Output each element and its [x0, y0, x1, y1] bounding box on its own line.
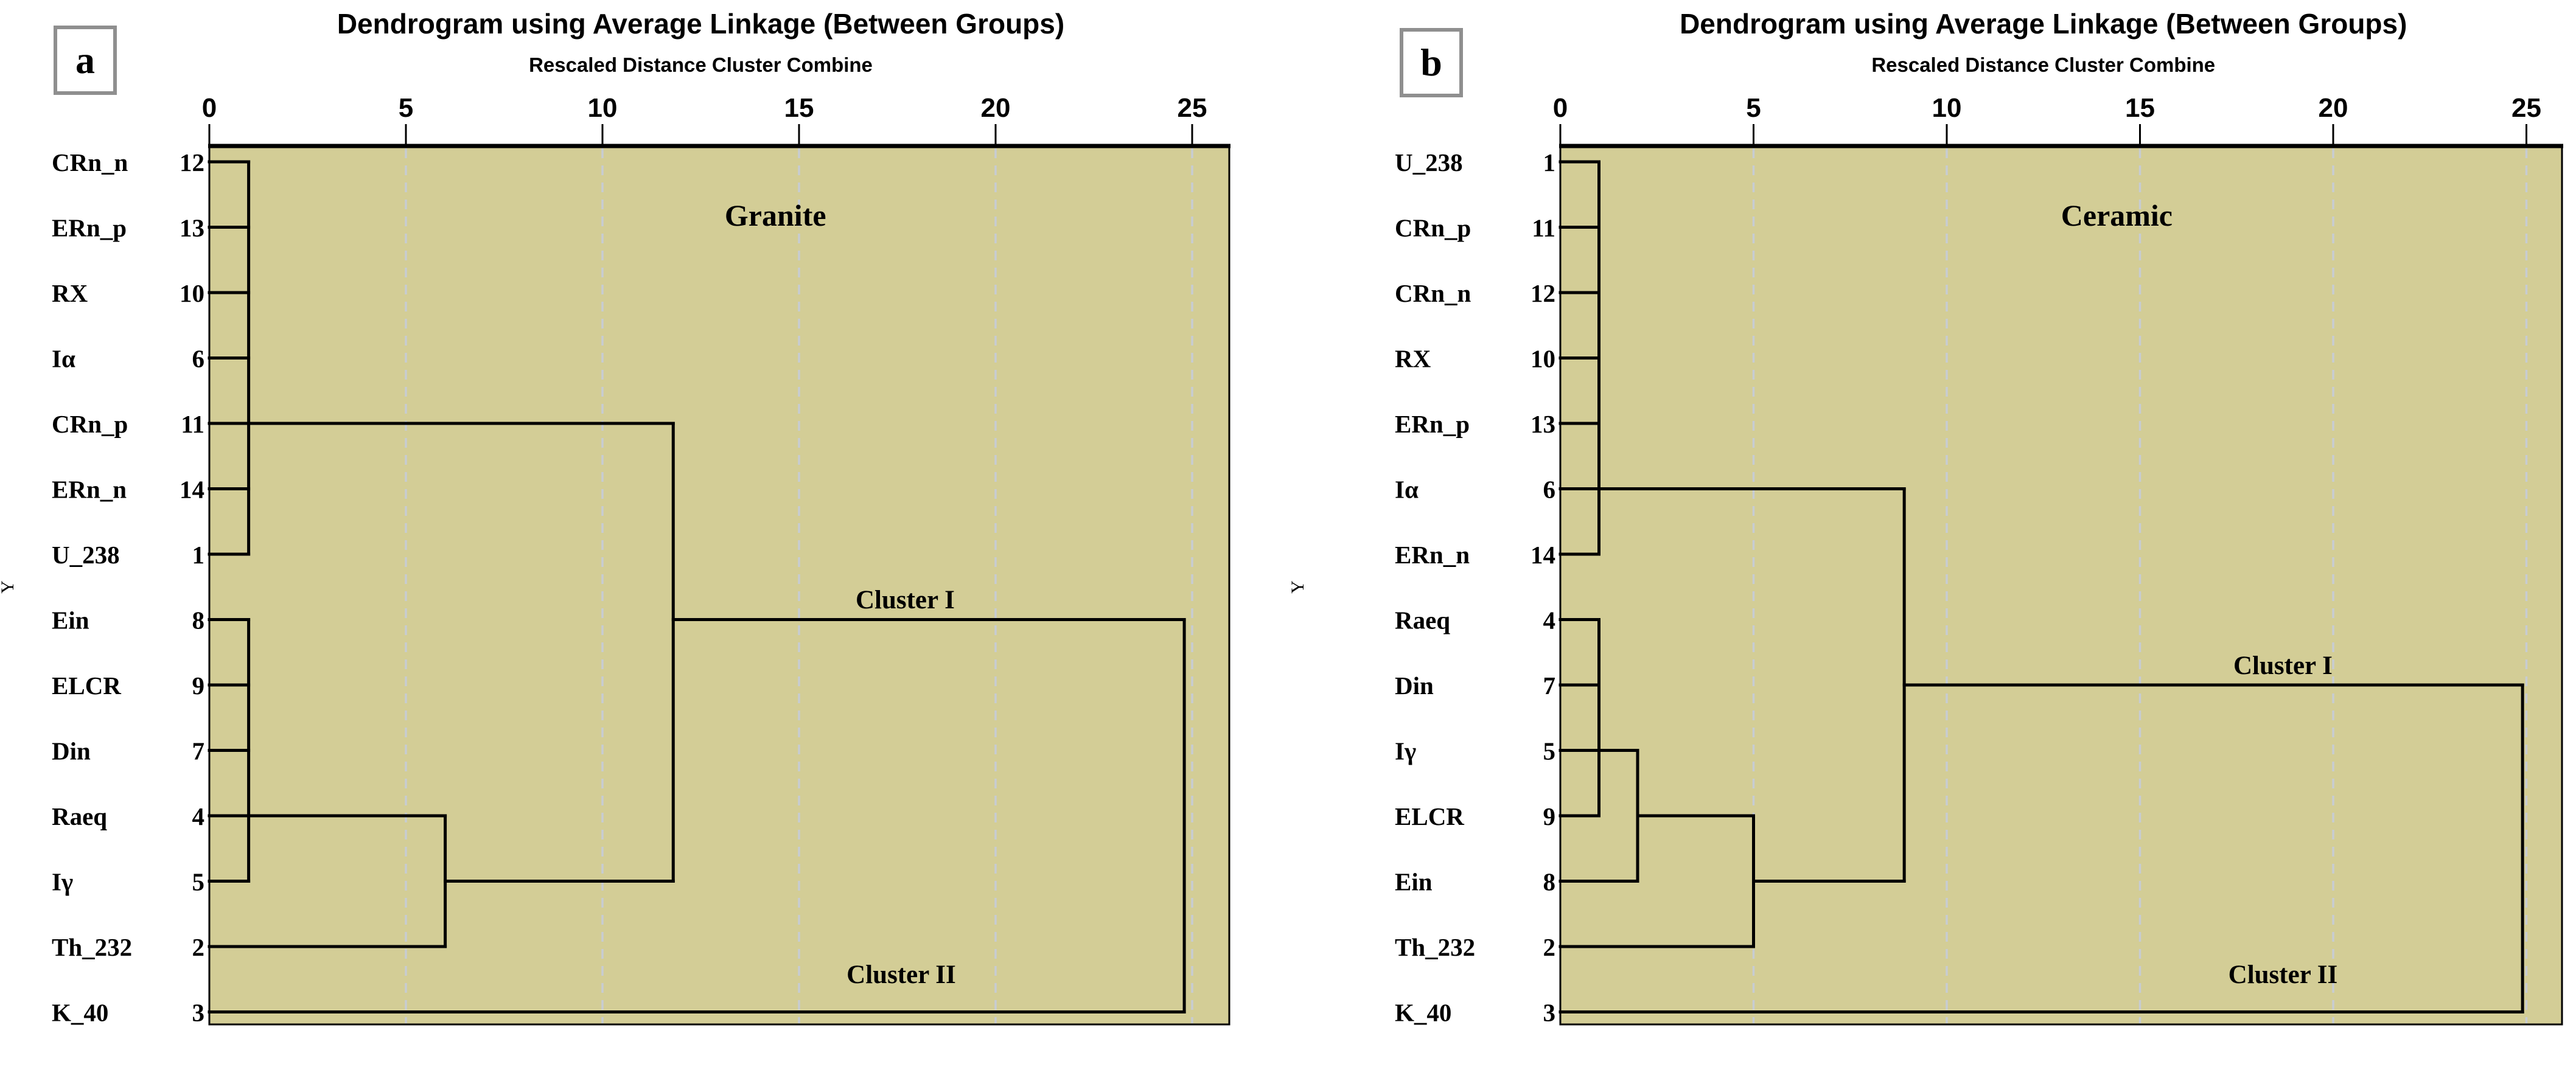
row-label: ERn_p [52, 214, 127, 242]
case-number-label: 6 [192, 345, 205, 373]
tick-label: 20 [981, 93, 1011, 123]
case-number-label: 1 [192, 541, 205, 569]
case-number-label: 14 [180, 476, 204, 504]
case-number-label: 3 [1543, 999, 1556, 1027]
row-label: CRn_p [1395, 214, 1471, 242]
case-number-label: 7 [192, 737, 205, 765]
row-label: CRn_n [1395, 279, 1471, 307]
row-label: CRn_n [52, 148, 128, 176]
row-label: Th_232 [52, 933, 132, 961]
case-number-label: 10 [180, 279, 204, 307]
row-label: Iα [1395, 476, 1419, 504]
case-number-label: 11 [1532, 214, 1555, 242]
row-label: ELCR [52, 672, 121, 700]
case-number-label: 10 [1531, 345, 1555, 373]
panel-b-y-axis-title: Y [1288, 580, 1308, 594]
row-label: RX [52, 279, 88, 307]
case-number-label: 4 [1543, 606, 1556, 634]
row-label: K_40 [1395, 999, 1451, 1027]
tick-label: 5 [1746, 93, 1761, 123]
tick-label: 15 [2125, 93, 2155, 123]
panel-a-axis-label: Rescaled Distance Cluster Combine [529, 54, 873, 76]
case-number-label: 5 [192, 868, 205, 896]
panel-a-y-axis-title: Y [0, 572, 18, 602]
row-label: U_238 [1395, 148, 1463, 176]
case-number-label: 2 [1543, 933, 1556, 961]
row-label: ERn_p [1395, 410, 1470, 438]
row-label: Iγ [52, 868, 73, 896]
tick-label: 25 [1178, 93, 1207, 123]
tick-label: 0 [1553, 93, 1568, 123]
panel-b-letter-box: b [1400, 28, 1463, 97]
case-number-label: 4 [192, 802, 205, 830]
tick-label: 10 [588, 93, 618, 123]
tick-label: 15 [784, 93, 814, 123]
row-label: Din [52, 737, 91, 765]
panel-a-cluster-i-label: Cluster I [855, 586, 955, 615]
row-label: Raeq [52, 802, 107, 830]
row-label: ERn_n [1395, 541, 1470, 569]
tick-label: 10 [1932, 93, 1962, 123]
case-number-label: 8 [1543, 868, 1556, 896]
panel-a-letter-box: a [54, 26, 117, 95]
panel-b-title: Dendrogram using Average Linkage (Betwee… [1680, 8, 2407, 40]
case-number-label: 13 [180, 214, 204, 242]
row-label: Ein [52, 606, 89, 634]
case-number-label: 3 [192, 999, 205, 1027]
case-number-label: 13 [1531, 410, 1555, 438]
row-label: U_238 [52, 541, 120, 569]
tick-label: 20 [2319, 93, 2348, 123]
panel-b-letter: b [1420, 41, 1442, 84]
row-label: RX [1395, 345, 1431, 373]
panel-b-cluster-ii-label: Cluster II [2228, 961, 2338, 990]
row-label: Raeq [1395, 606, 1450, 634]
row-label: Ein [1395, 868, 1433, 896]
row-label: Iα [52, 345, 75, 373]
row-label: ELCR [1395, 802, 1464, 830]
panel-a-letter: a [75, 38, 95, 82]
row-label: K_40 [52, 999, 108, 1027]
panel-a-material-label: Granite [724, 198, 826, 233]
row-label: Din [1395, 672, 1434, 700]
case-number-label: 9 [192, 672, 205, 700]
row-label: Th_232 [1395, 933, 1475, 961]
case-number-label: 6 [1543, 476, 1556, 504]
panel-a-title: Dendrogram using Average Linkage (Betwee… [337, 8, 1065, 40]
panel-a-cluster-ii-label: Cluster II [846, 961, 956, 990]
case-number-label: 9 [1543, 802, 1556, 830]
case-number-label: 7 [1543, 672, 1556, 700]
case-number-label: 12 [1531, 279, 1555, 307]
case-number-label: 5 [1543, 737, 1556, 765]
row-label: ERn_n [52, 476, 127, 504]
plot-area [1559, 145, 2563, 1026]
panel-b-material-label: Ceramic [2061, 198, 2173, 233]
case-number-label: 11 [181, 410, 204, 438]
tick-label: 25 [2511, 93, 2541, 123]
case-number-label: 8 [192, 606, 205, 634]
panel-b-axis-label: Rescaled Distance Cluster Combine [1871, 54, 2216, 76]
case-number-label: 2 [192, 933, 205, 961]
row-label: Iγ [1395, 737, 1416, 765]
row-label: CRn_p [52, 410, 128, 438]
tick-label: 0 [202, 93, 217, 123]
case-number-label: 1 [1543, 148, 1556, 176]
plot-area [208, 145, 1230, 1026]
tick-label: 5 [399, 93, 413, 123]
case-number-label: 12 [180, 148, 204, 176]
case-number-label: 14 [1531, 541, 1555, 569]
panel-b-cluster-i-label: Cluster I [2233, 651, 2333, 680]
